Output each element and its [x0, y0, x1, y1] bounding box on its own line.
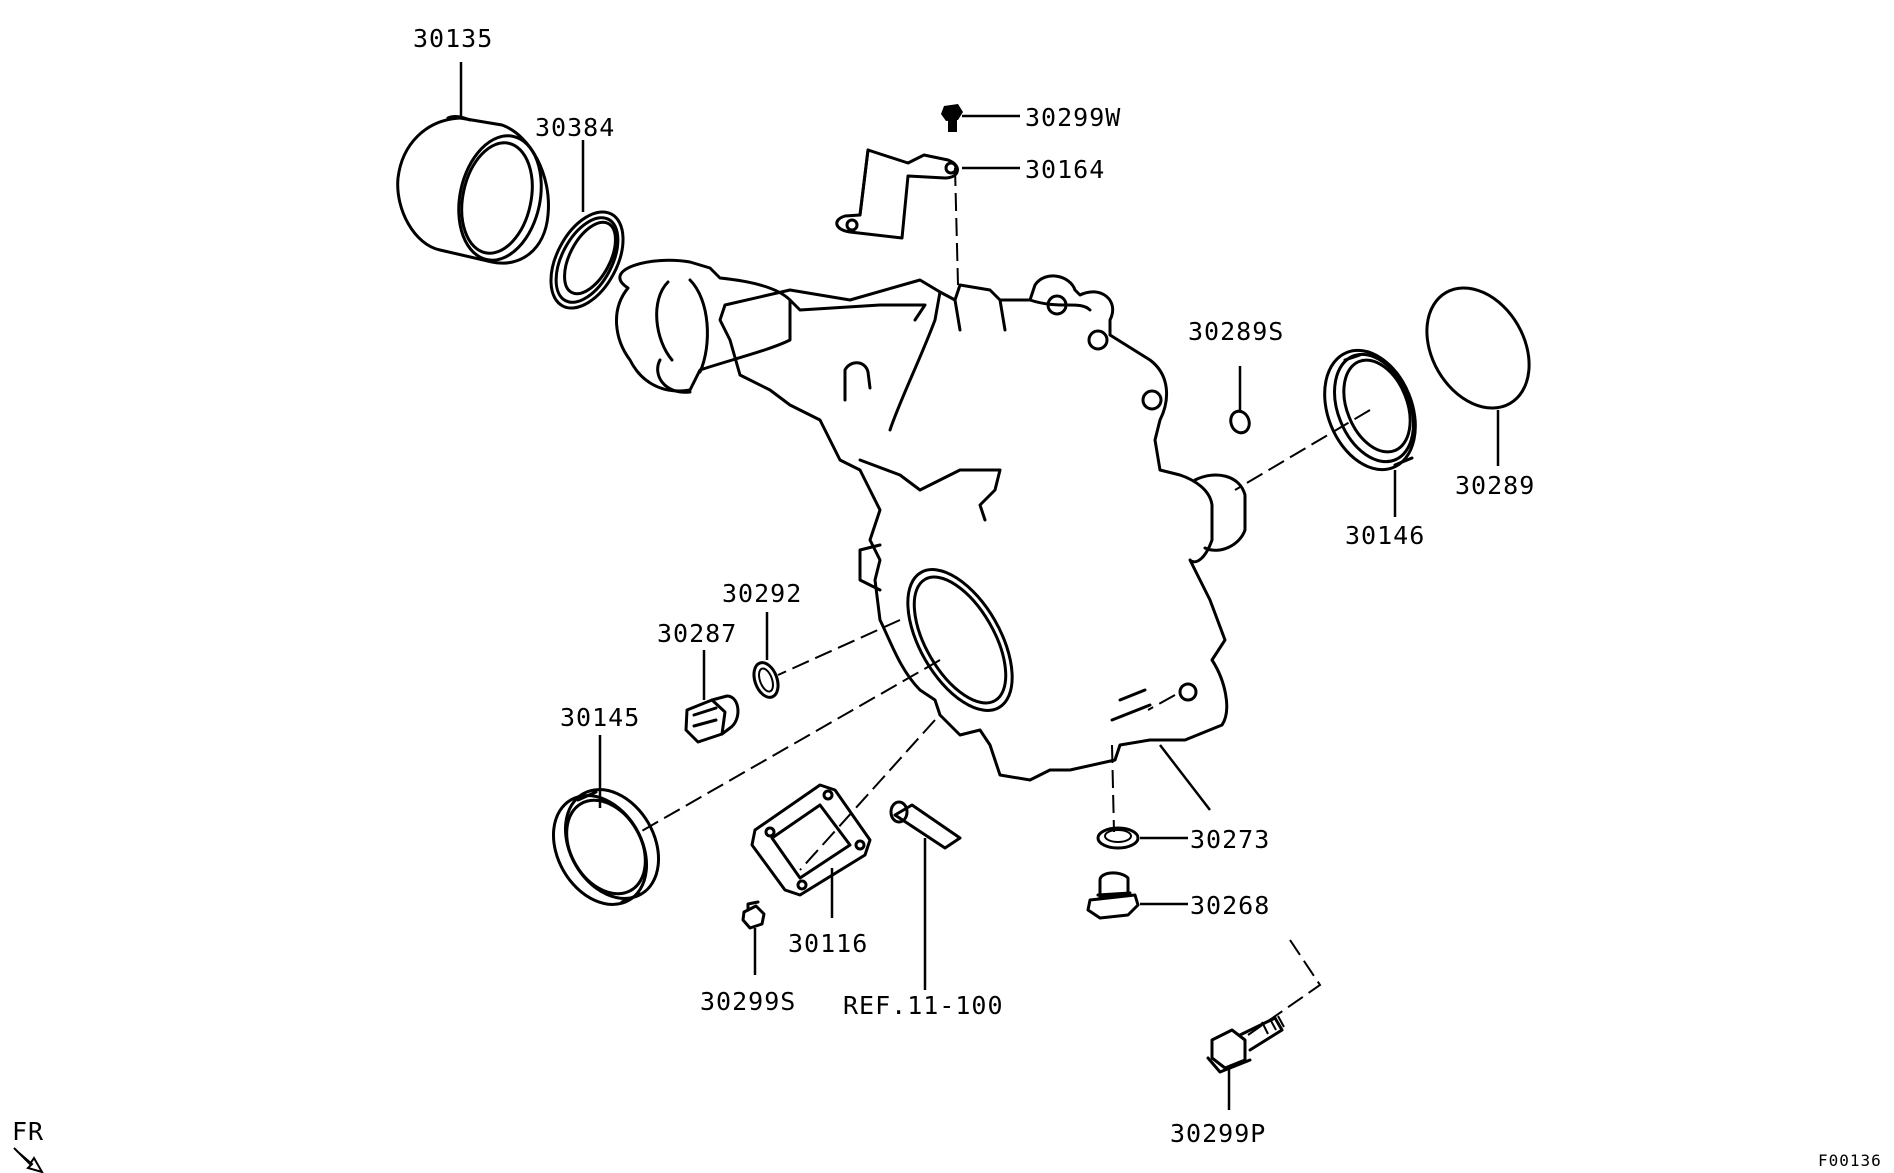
part-30116-cover-plate — [750, 783, 872, 897]
transfer-case-housing — [615, 258, 1247, 782]
part-30268-plug — [1086, 871, 1140, 920]
part-30384-oil-seal — [549, 210, 625, 310]
label-30145: 30145 — [560, 703, 640, 732]
figure-id: F00136 — [1818, 1151, 1882, 1170]
label-30299P: 30299P — [1170, 1119, 1266, 1148]
label-30146: 30146 — [1345, 521, 1425, 550]
part-30289-large-o-ring — [1425, 286, 1531, 410]
label-30135: 30135 — [413, 24, 493, 53]
callout-labels: 30135 30384 30299W 30164 30289S 30289 30… — [413, 24, 1535, 1148]
part-30292-gasket — [752, 661, 780, 699]
label-30289S: 30289S — [1188, 317, 1284, 346]
assembly-lines — [639, 167, 1371, 1036]
part-30135-cover — [396, 115, 550, 265]
label-30299W: 30299W — [1025, 103, 1121, 132]
front-arrow-icon — [13, 1147, 44, 1173]
label-30292: 30292 — [722, 579, 802, 608]
leader-lines — [459, 62, 1500, 1110]
part-30164-bracket — [835, 148, 959, 240]
part-30273-gasket — [1096, 826, 1140, 850]
part-30299W-bolt — [941, 104, 963, 132]
label-30116: 30116 — [788, 929, 868, 958]
label-ref-11-100: REF.11-100 — [843, 991, 1004, 1020]
label-30384: 30384 — [535, 113, 615, 142]
label-30289: 30289 — [1455, 471, 1535, 500]
part-30289S-o-ring — [1229, 409, 1251, 435]
fr-label: FR — [12, 1117, 44, 1146]
part-30299S-bolt — [741, 900, 766, 930]
label-30287: 30287 — [657, 619, 737, 648]
label-30299S: 30299S — [700, 987, 796, 1016]
part-30287-plug — [684, 694, 740, 744]
label-30268: 30268 — [1190, 891, 1270, 920]
part-30146-oil-seal — [1323, 348, 1417, 472]
part-30145-oil-seal — [551, 788, 661, 906]
ref-11-100-sensor — [889, 800, 962, 850]
part-30299P-flange-bolt — [1206, 1015, 1285, 1074]
front-direction-indicator: FR — [12, 1117, 44, 1173]
label-30273: 30273 — [1190, 825, 1270, 854]
label-30164: 30164 — [1025, 155, 1105, 184]
